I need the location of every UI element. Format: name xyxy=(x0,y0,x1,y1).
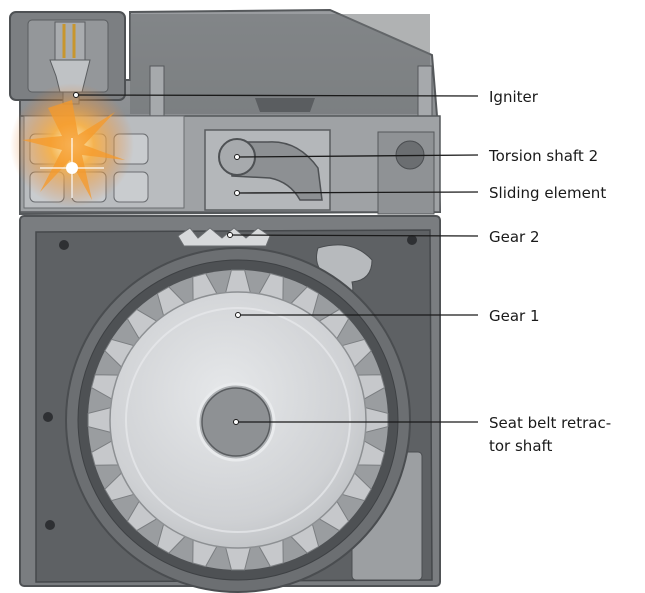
leader-sliding-element xyxy=(236,191,479,194)
leader-torsion-shaft-2 xyxy=(236,154,479,158)
leader-lines xyxy=(75,94,479,423)
gas-chamber xyxy=(10,83,185,209)
label-gear-2: Gear 2 xyxy=(489,228,540,246)
leader-igniter xyxy=(75,94,479,97)
label-gear-1: Gear 1 xyxy=(489,307,540,325)
label-retractor-shaft-line1: Seat belt retrac- xyxy=(489,414,612,432)
leader-gear-2 xyxy=(229,234,479,237)
igniter-housing xyxy=(9,11,126,105)
leader-dots xyxy=(73,92,241,425)
label-igniter: Igniter xyxy=(489,88,538,106)
sliding-element-assembly xyxy=(204,129,435,215)
gear-2 xyxy=(177,227,271,247)
label-sliding-element: Sliding element xyxy=(489,184,607,202)
label-torsion-shaft-2: Torsion shaft 2 xyxy=(489,147,599,165)
label-retractor-shaft-line2: tor shaft xyxy=(489,437,553,455)
